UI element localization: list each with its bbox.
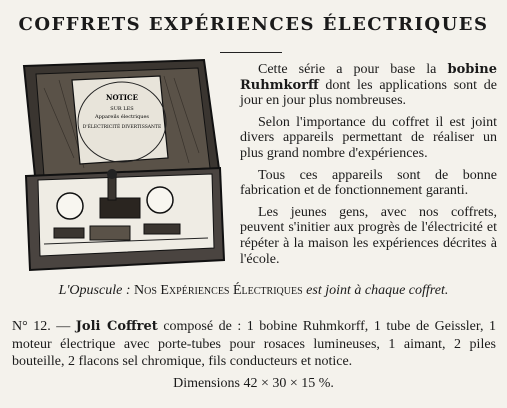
box-notice-line-1: NOTICE	[106, 93, 138, 102]
description-paragraph-2: Selon l'importance du coffret il est joi…	[240, 114, 497, 161]
box-notice-line-4: D'ÉLECTRICITÉ DIVERTISSANTE	[83, 122, 162, 130]
product-number: N° 12. —	[12, 319, 76, 334]
box-notice-line-3: Appareils électriques	[94, 113, 149, 120]
description-paragraph-4: Les jeunes gens, avec nos coffrets, peuv…	[240, 204, 497, 267]
description-paragraph-1: Cette série a pour base la bobine Ruhmko…	[240, 62, 497, 109]
title-rule	[220, 52, 282, 53]
product-name: Joli Coffret	[75, 319, 158, 334]
coffret-illustration: NOTICE SUR LES Appareils électriques D'É…	[22, 58, 226, 272]
description: Cette série a pour base la bobine Ruhmko…	[240, 62, 497, 273]
bobine-ruhmkorff-emphasis: bobine Ruhmkorff	[240, 62, 497, 93]
page-title: COFFRETS EXPÉRIENCES ÉLECTRIQUES	[18, 14, 489, 35]
product-entry: N° 12. — Joli Coffret composé de : 1 bob…	[12, 318, 496, 371]
product-contents: composé de : 1 bobine Ruhmkorff, 1 tube …	[12, 319, 496, 369]
opuscule-note: L'Opuscule : Nos Expériences Électriques…	[58, 283, 449, 298]
description-paragraph-3: Tous ces appareils sont de bonne fabrica…	[240, 167, 497, 199]
box-notice-line-2: SUR LES	[110, 106, 134, 112]
product-dimensions: Dimensions 42 × 30 × 15 %.	[173, 376, 334, 391]
